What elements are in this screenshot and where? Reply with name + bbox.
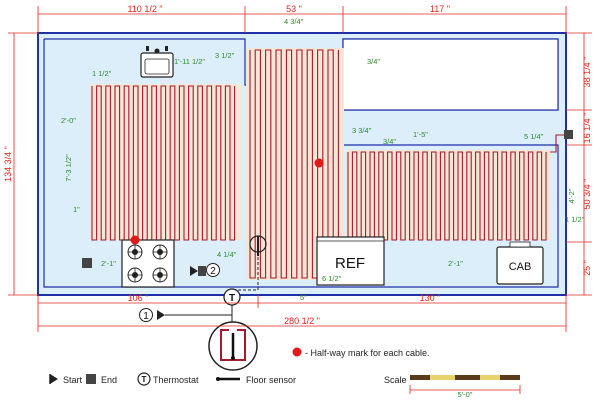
end-marker: 2 xyxy=(190,263,220,277)
thermostat-symbol: T xyxy=(229,293,235,304)
refrigerator-body xyxy=(316,236,385,286)
start-number-circle xyxy=(139,308,153,322)
inner-dim: 5" xyxy=(300,293,307,302)
scale-segment xyxy=(430,375,455,380)
inner-dim: 2'-1" xyxy=(448,259,463,268)
inner-dim: 6 1/2" xyxy=(322,274,342,283)
dim-overall-left: 134 3/4 " xyxy=(3,146,13,182)
burner-icon xyxy=(127,267,143,283)
dim-right-3: 50 3/4 " xyxy=(582,179,592,210)
inner-dim: 1" xyxy=(73,205,80,214)
end-legend-text: End xyxy=(101,375,117,385)
inner-dim: 2'-1" xyxy=(101,259,116,268)
inner-dim: 3/4" xyxy=(367,57,380,66)
dim-top-mid: 53 " xyxy=(286,4,302,14)
dim-overall-bottom: 280 1/2 " xyxy=(284,316,320,326)
inner-dim: 3 3/4" xyxy=(352,126,372,135)
end-point-marker xyxy=(82,258,92,268)
end-number: 2 xyxy=(210,266,216,277)
burner-icon xyxy=(127,244,143,260)
inner-dim: 7'-3 1/2" xyxy=(64,154,73,182)
faucet-handle-right xyxy=(165,46,168,51)
scale-segment xyxy=(410,375,430,380)
start-arrow-icon xyxy=(190,266,198,276)
faucet-icon xyxy=(154,48,160,54)
start-marker: 1 xyxy=(139,308,232,322)
inner-dim: 2'-0" xyxy=(61,116,76,125)
dim-top-right: 117 " xyxy=(430,4,450,14)
start-arrow-icon xyxy=(157,310,165,320)
inner-dim: 1'-5" xyxy=(413,130,428,139)
dim-right-2: 16 1/4 " xyxy=(582,113,592,144)
halfway-mark-legend-icon xyxy=(292,347,302,357)
cable-run-left xyxy=(91,85,236,241)
inner-dim: 4 3/4" xyxy=(284,17,304,26)
halfway-mark xyxy=(314,158,324,168)
scale-segment xyxy=(500,375,520,380)
inner-dim: 1'-11 1/2" xyxy=(174,57,205,66)
cable-run-right xyxy=(347,151,547,241)
floor-sensor-legend-tip xyxy=(216,377,220,381)
sink-bowl xyxy=(144,58,170,75)
inner-dimensions: 4 3/4" 3 1/2" 1'-11 1/2" 3/4" 1 1/2" 2'-… xyxy=(61,17,585,302)
halfway-mark xyxy=(130,235,140,245)
scale-segment xyxy=(455,375,480,380)
halfway-legend-text: - Half-way mark for each cable. xyxy=(305,348,430,358)
burner-icon xyxy=(152,244,168,260)
thermostat-legend-text: Thermostat xyxy=(153,375,199,385)
start-number: 1 xyxy=(143,311,149,322)
heated-mat-right xyxy=(346,150,550,240)
scale-length: 5'-0" xyxy=(458,390,473,399)
refrigerator: REF xyxy=(316,236,385,286)
dimension-labels: 110 1/2 " 53 " 117 " 106 " 130 " 280 1/2… xyxy=(3,4,592,326)
scale-bar: Scale 5'-0" xyxy=(384,375,521,399)
detail-sensor-tip xyxy=(231,356,235,360)
inner-dim: 1 1/2" xyxy=(92,69,112,78)
end-number-circle xyxy=(206,263,220,277)
sink xyxy=(140,46,174,78)
inner-dim: 1 1/2" xyxy=(565,215,585,224)
thermostat-detail xyxy=(208,305,258,371)
inner-dim: 4'-2" xyxy=(567,188,576,203)
dim-bottom-right: 130 " xyxy=(420,293,441,303)
end-legend-icon xyxy=(86,374,96,384)
end-square-icon xyxy=(198,266,206,276)
cable-lead-right xyxy=(550,134,564,153)
scale-segment xyxy=(480,375,500,380)
thermostat: T xyxy=(223,235,267,306)
cabinet-label: CAB xyxy=(509,261,532,273)
inner-dim: 4 1/4" xyxy=(217,250,237,259)
dim-top-left: 110 1/2 " xyxy=(127,4,162,14)
cabinet: CAB xyxy=(496,241,544,285)
inner-dim: 3 1/2" xyxy=(215,51,235,60)
refrigerator-label: REF xyxy=(335,255,365,272)
scale-label: Scale xyxy=(384,375,407,385)
cabinet-top-handle xyxy=(509,241,531,248)
inner-dim: 3/4" xyxy=(383,137,396,146)
faucet-handle-left xyxy=(146,46,149,51)
start-legend-text: Start xyxy=(63,375,83,385)
dim-right-4: 25 " xyxy=(582,260,592,276)
inner-dim: 5 1/4" xyxy=(524,132,544,141)
burner-icon xyxy=(152,267,168,283)
dimensions xyxy=(8,6,592,332)
end-point-marker xyxy=(564,130,573,139)
start-legend-icon xyxy=(50,374,58,384)
floor-sensor-legend-text: Floor sensor xyxy=(246,375,296,385)
counter-notch xyxy=(342,38,559,111)
stove xyxy=(121,239,175,288)
thermostat-legend-symbol: T xyxy=(142,375,147,384)
thermostat-wire xyxy=(232,247,259,291)
legend: - Half-way mark for each cable. Start En… xyxy=(49,347,430,386)
dim-right-1: 38 1/4 " xyxy=(582,57,592,88)
dim-bottom-left: 106 " xyxy=(128,293,149,303)
thermostat-legend-icon xyxy=(137,372,151,386)
